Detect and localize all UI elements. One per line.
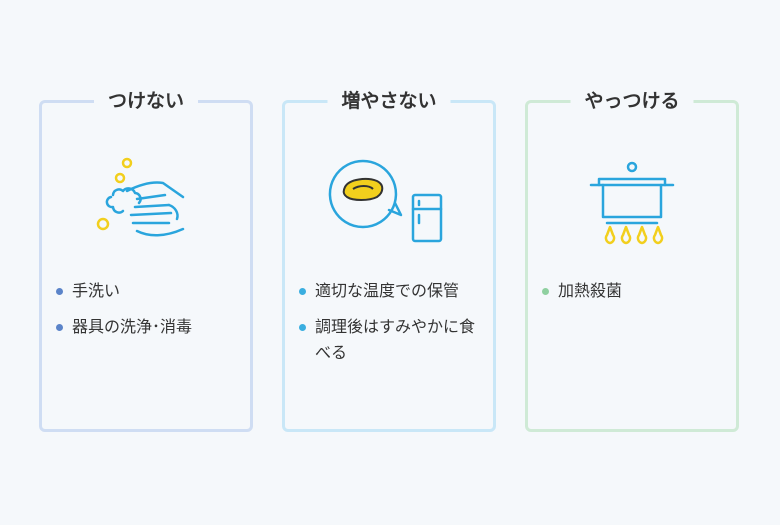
food-and-refrigerator-icon (285, 147, 493, 257)
card-kill: やっつける 加熱殺菌 (525, 87, 739, 432)
bullet (56, 288, 63, 295)
bullet (56, 324, 63, 331)
card-list: 手洗い 器具の洗浄･消毒 (54, 278, 240, 350)
list-item: 手洗い (54, 278, 240, 304)
bullet (299, 288, 306, 295)
card-dont-attach: つけない (39, 87, 253, 432)
card-dont-increase: 増やさない 適切な温 (282, 87, 496, 432)
bullet (299, 324, 306, 331)
list-item: 器具の洗浄･消毒 (54, 314, 240, 340)
list-item: 適切な温度での保管 (297, 278, 483, 304)
washing-hands-icon (42, 147, 250, 257)
card-list: 加熱殺菌 (540, 278, 726, 314)
card-list: 適切な温度での保管 調理後はすみやかに食べる (297, 278, 483, 376)
card-title: 増やさない (327, 87, 451, 115)
bullet (542, 288, 549, 295)
card-title: つけない (93, 87, 199, 115)
card-title: やっつける (570, 87, 694, 115)
list-item: 加熱殺菌 (540, 278, 726, 304)
list-item: 調理後はすみやかに食べる (297, 314, 483, 366)
pot-on-stove-icon (528, 147, 736, 257)
